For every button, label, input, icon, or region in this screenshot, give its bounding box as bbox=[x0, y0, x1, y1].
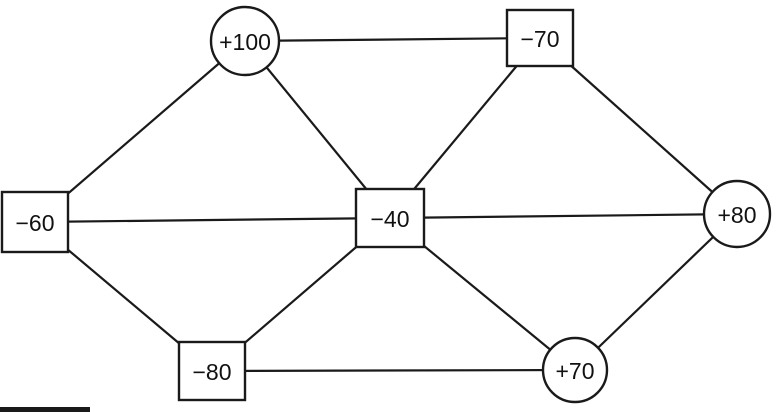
graph-node-minus80: −80 bbox=[177, 340, 247, 402]
graph-edge bbox=[539, 37, 738, 215]
graph-node-minus70: −70 bbox=[505, 8, 575, 68]
node-label: +70 bbox=[555, 358, 594, 384]
node-label: −80 bbox=[192, 359, 231, 385]
node-label: −40 bbox=[370, 206, 409, 232]
graph-edge bbox=[211, 368, 576, 373]
graph-edge bbox=[574, 213, 738, 371]
graph-node-minus40: −40 bbox=[354, 187, 426, 249]
scan-artifact bbox=[0, 407, 90, 412]
circle-node-shape bbox=[209, 5, 281, 77]
node-label: +80 bbox=[717, 202, 756, 228]
graph-edge bbox=[34, 40, 246, 223]
square-node-shape bbox=[505, 8, 575, 68]
node-label: −70 bbox=[520, 26, 559, 52]
node-label: +100 bbox=[219, 29, 271, 55]
graph-edge bbox=[34, 216, 391, 224]
graph-edge bbox=[389, 212, 738, 220]
node-label: −60 bbox=[15, 210, 54, 236]
graph-node-plus80: +80 bbox=[702, 179, 772, 249]
graph-node-minus60: −60 bbox=[0, 190, 70, 254]
circle-node-shape bbox=[702, 179, 772, 249]
square-node-shape bbox=[0, 190, 70, 254]
graph-node-plus70: +70 bbox=[541, 336, 609, 404]
graph-edge bbox=[244, 36, 541, 43]
square-node-shape bbox=[354, 187, 426, 249]
square-node-shape bbox=[177, 340, 247, 402]
circle-node-shape bbox=[541, 336, 609, 404]
graph-node-plus100: +100 bbox=[209, 5, 281, 77]
